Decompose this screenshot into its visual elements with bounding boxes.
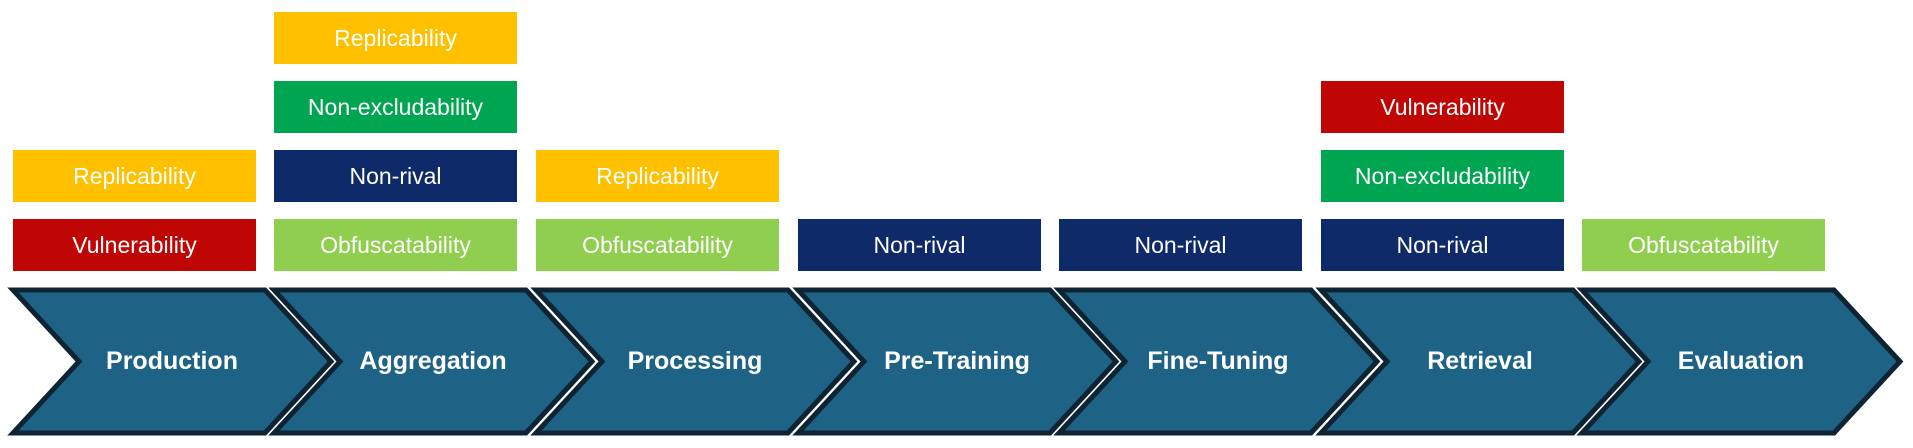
tag-retrieval-non-rival: Non-rival	[1321, 219, 1564, 271]
chevron-fine-tuning-arrow	[1053, 287, 1381, 436]
chevron-pre-training-arrow	[792, 287, 1120, 436]
tag-aggregation-non-excludability: Non-excludability	[274, 81, 517, 133]
tag-aggregation-non-rival: Non-rival	[274, 150, 517, 202]
tag-pre-training-non-rival: Non-rival	[798, 219, 1041, 271]
chevron-production-arrow	[7, 287, 335, 436]
tag-processing-obfuscatability: Obfuscatability	[536, 219, 779, 271]
tag-retrieval-vulnerability: Vulnerability	[1321, 81, 1564, 133]
tag-production-vulnerability: Vulnerability	[13, 219, 256, 271]
tag-evaluation-obfuscatability: Obfuscatability	[1582, 219, 1825, 271]
tag-processing-replicability: Replicability	[536, 150, 779, 202]
tag-aggregation-obfuscatability: Obfuscatability	[274, 219, 517, 271]
chevron-processing-arrow	[530, 287, 858, 436]
chevron-evaluation-arrow	[1576, 287, 1904, 436]
tag-aggregation-replicability: Replicability	[274, 12, 517, 64]
chevron-retrieval-arrow	[1315, 287, 1643, 436]
tag-fine-tuning-non-rival: Non-rival	[1059, 219, 1302, 271]
tag-retrieval-non-excludability: Non-excludability	[1321, 150, 1564, 202]
chevron-aggregation-arrow	[268, 287, 596, 436]
tag-production-replicability: Replicability	[13, 150, 256, 202]
